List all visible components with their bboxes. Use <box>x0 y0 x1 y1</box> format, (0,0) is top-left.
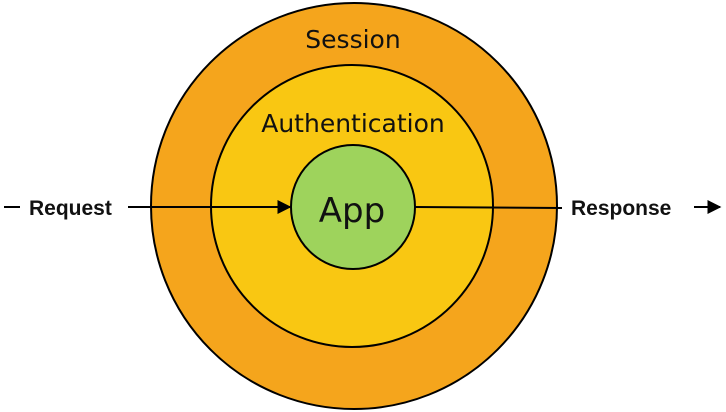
app-label: App <box>319 191 385 231</box>
session-label: Session <box>305 25 400 54</box>
response-label: Response <box>571 197 671 220</box>
authentication-label: Authentication <box>261 109 445 138</box>
response-line <box>414 206 563 209</box>
request-label: Request <box>29 197 112 220</box>
